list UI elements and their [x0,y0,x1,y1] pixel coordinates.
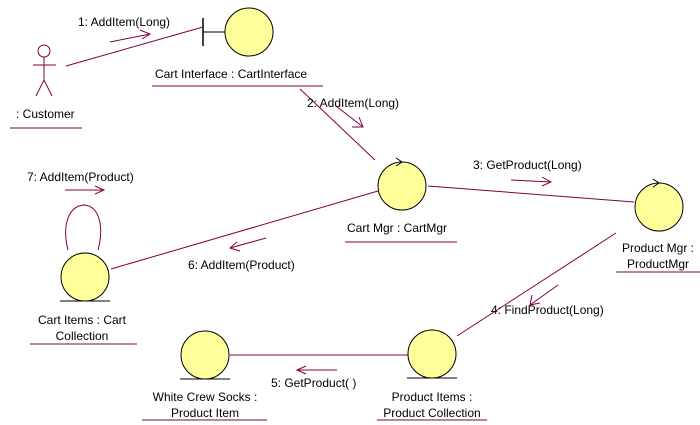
link-cartinterface-cartmgr [299,88,376,161]
link-cartmgr-cartitems [110,190,379,270]
cart-items-name-line2: Collection [55,329,109,343]
white-crew-socks-name-line1: White Crew Socks : [152,390,258,404]
entity-icon[interactable] [180,330,230,380]
link-cartmgr-productmgr [427,185,635,203]
self-link-cartitems [65,204,102,251]
cart-mgr-name: Cart Mgr : CartMgr [347,221,448,235]
message-2-label: 2: AddItem(Long) [307,96,400,110]
product-mgr-name-line2: ProductMgr [626,257,690,271]
message-7-label: 7: AddItem(Product) [27,170,134,184]
message-arrow-7 [65,185,106,195]
product-mgr-name-line1: Product Mgr : [621,241,695,255]
link-customer-cartinterface [65,26,204,67]
white-crew-socks-name-line2: Product Item [170,406,240,420]
entity-icon[interactable] [60,252,110,302]
control-icon[interactable] [377,157,427,211]
message-5-label: 5: GetProduct( ) [271,376,357,390]
entity-icon[interactable] [407,329,457,379]
cart-items-name-line1: Cart Items : Cart [37,313,126,327]
message-arrow-5 [295,365,337,375]
message-1-label: 1: AddItem(Long) [78,15,171,29]
message-3-label: 3: GetProduct(Long) [473,158,582,172]
customer-name: : Customer [16,107,75,121]
product-items-name-line2: Product Collection [383,406,481,420]
actor-icon[interactable] [33,44,56,97]
control-icon[interactable] [634,178,684,232]
message-4-label: 4: FindProduct(Long) [491,303,604,317]
message-arrow-4 [529,284,559,306]
message-arrow-2 [335,105,364,128]
message-arrow-1 [109,29,152,43]
cart-interface-name: Cart Interface : CartInterface [155,67,308,81]
name-underlines [10,85,700,421]
link-productmgr-productitems [456,232,617,337]
product-items-name-line1: Product Items : [391,390,473,404]
message-arrow-3 [510,176,553,187]
message-6-label: 6: AddItem(Product) [188,258,295,272]
boundary-icon[interactable] [202,7,274,57]
message-arrow-6 [228,237,267,252]
